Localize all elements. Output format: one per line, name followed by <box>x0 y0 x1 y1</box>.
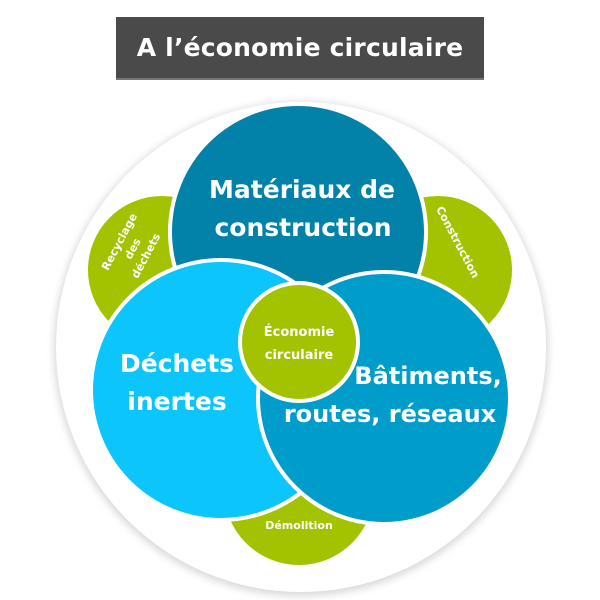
label-batiments-1: Bâtiments, <box>354 362 501 390</box>
label-dechets-2: inertes <box>127 387 226 416</box>
label-demolition: Démolition <box>265 519 333 532</box>
label-batiments-2: routes, réseaux <box>284 400 497 428</box>
label-materiaux-2: construction <box>214 213 391 242</box>
page-title: A l’économie circulaire <box>136 33 464 62</box>
label-dechets-1: Déchets <box>120 349 234 378</box>
label-economie-2: circulaire <box>265 348 334 363</box>
title-banner: A l’économie circulaire <box>116 17 484 80</box>
label-materiaux-1: Matériaux de <box>209 175 395 204</box>
circle-economie <box>238 281 360 403</box>
label-economie-1: Économie <box>264 324 335 340</box>
